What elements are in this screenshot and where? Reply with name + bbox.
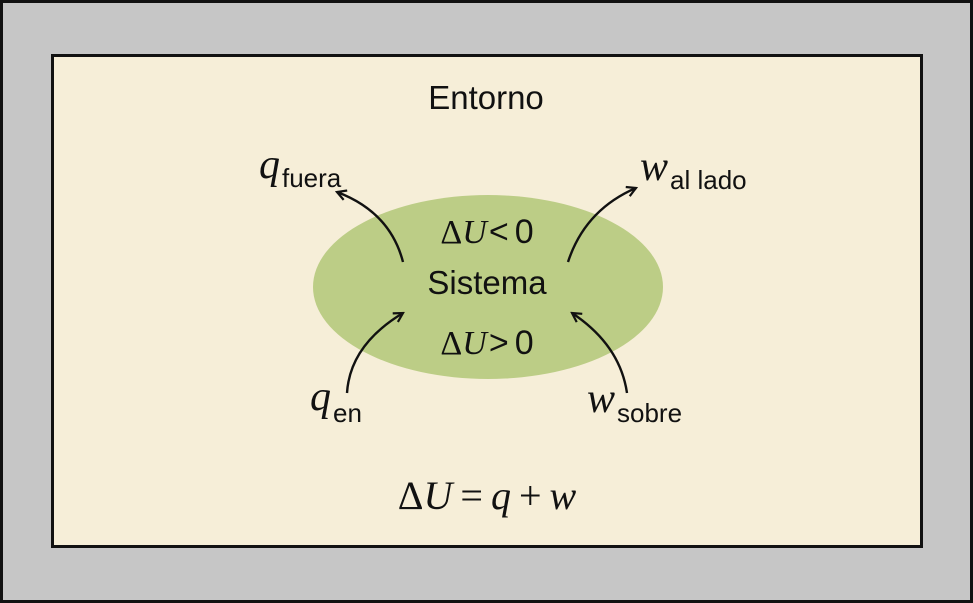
first-law-equation: ΔU=q+w [398, 473, 577, 518]
work-in-arrow [572, 313, 629, 394]
heat-out-label: qfuera [259, 142, 342, 193]
work-out-label: wal lado [640, 144, 747, 195]
heat-out-arrow [337, 192, 405, 263]
heat-in-arrow [345, 313, 403, 394]
energy-loss-condition: ΔU<0 [440, 213, 533, 251]
energy-gain-condition: ΔU>0 [440, 324, 533, 362]
heat-in-label: qen [310, 374, 362, 428]
work-out-arrow [566, 188, 636, 263]
work-in-label: wsobre [587, 376, 682, 428]
surroundings-label: Entorno [428, 79, 544, 116]
system-ellipse [313, 195, 663, 379]
system-label: Sistema [427, 264, 547, 301]
